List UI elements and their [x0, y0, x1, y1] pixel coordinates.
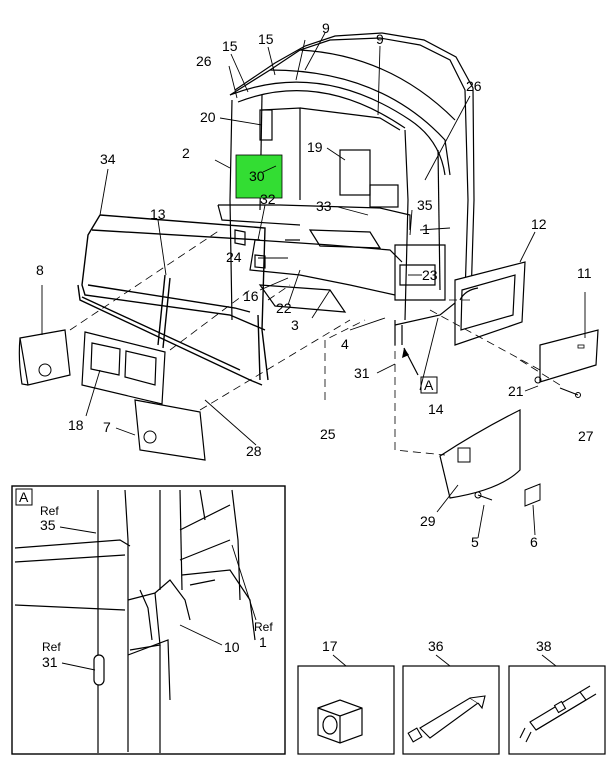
callout-17: 17 — [322, 638, 338, 654]
callout-31: 31 — [354, 365, 370, 381]
callout-8: 8 — [36, 262, 44, 278]
callout-38: 38 — [536, 638, 552, 654]
detail-ref-1: 1 — [259, 634, 267, 650]
callout-19: 19 — [307, 139, 323, 155]
screw-5 — [474, 491, 493, 501]
accessory-box-38[interactable] — [508, 654, 606, 755]
callout-13: 13 — [150, 206, 166, 222]
accessory-box-36[interactable] — [402, 654, 500, 755]
callout-18: 18 — [68, 417, 84, 433]
detail-tag: A — [19, 489, 29, 505]
clip-6 — [524, 483, 541, 507]
detail-ref-35: 35 — [40, 517, 56, 533]
leader-lines — [41, 32, 586, 539]
insulator-17 — [317, 699, 363, 744]
callout-35: 35 — [417, 197, 433, 213]
callout-29: 29 — [420, 513, 436, 529]
syringe-38 — [519, 685, 597, 743]
washer-21 — [534, 376, 542, 384]
callout-9-right: 9 — [376, 31, 384, 47]
callout-15-right: 15 — [258, 31, 274, 47]
callout-26-right: 26 — [466, 78, 482, 94]
callout-26-left: 26 — [196, 53, 212, 69]
panel-8[interactable] — [18, 329, 71, 386]
plate-11[interactable] — [539, 329, 599, 383]
explosion-lines — [69, 229, 561, 456]
tube-36 — [407, 695, 486, 743]
callout-25: 25 — [320, 426, 336, 442]
detail-callout-10: 10 — [224, 639, 240, 655]
callout-11: 11 — [577, 265, 592, 281]
callout-12: 12 — [531, 216, 547, 232]
callout-15-left: 15 — [222, 38, 238, 54]
callout-5: 5 — [471, 534, 479, 550]
detail-leader-35 — [59, 526, 97, 534]
callout-24: 24 — [226, 249, 242, 265]
callout-23: 23 — [422, 267, 438, 283]
callout-9-left: 9 — [322, 20, 330, 36]
highlight-part-30[interactable] — [235, 154, 283, 199]
callout-14: 14 — [428, 401, 444, 417]
callout-2: 2 — [182, 145, 190, 161]
cab-assembly — [217, 32, 475, 345]
callout-20: 20 — [200, 109, 216, 125]
callout-21: 21 — [508, 383, 524, 399]
callout-36: 36 — [428, 638, 444, 654]
detail-ref-31: 31 — [42, 654, 58, 670]
callout-27: 27 — [578, 428, 594, 444]
accessory-box-17[interactable] — [297, 654, 395, 755]
callout-30: 30 — [249, 168, 265, 184]
callout-34: 34 — [100, 151, 116, 167]
windshield-frame — [77, 214, 269, 386]
callout-6: 6 — [530, 534, 538, 550]
callout-7: 7 — [103, 419, 111, 435]
detail-ref-31-word: Ref — [42, 640, 61, 654]
detail-leader-31 — [61, 662, 96, 671]
callout-28: 28 — [246, 443, 262, 459]
detail-leader-10 — [179, 624, 223, 646]
callout-22: 22 — [276, 300, 292, 316]
view-arrowhead — [402, 348, 409, 358]
detail-view-a — [11, 485, 286, 755]
callout-3: 3 — [291, 317, 299, 333]
callout-16: 16 — [243, 288, 259, 304]
detail-ref-1-word: Ref — [254, 620, 273, 634]
callout-32: 32 — [260, 191, 276, 207]
panel-29[interactable] — [439, 409, 521, 499]
callout-33: 33 — [316, 198, 332, 214]
detail-leader-1 — [231, 544, 257, 621]
panel-18[interactable] — [81, 331, 166, 405]
callout-1: 1 — [422, 221, 430, 237]
detail-ref-35-word: Ref — [40, 504, 59, 518]
callout-4: 4 — [341, 336, 349, 352]
view-marker-label: A — [424, 377, 434, 393]
screw-27 — [559, 387, 581, 398]
panel-7[interactable] — [134, 399, 206, 461]
